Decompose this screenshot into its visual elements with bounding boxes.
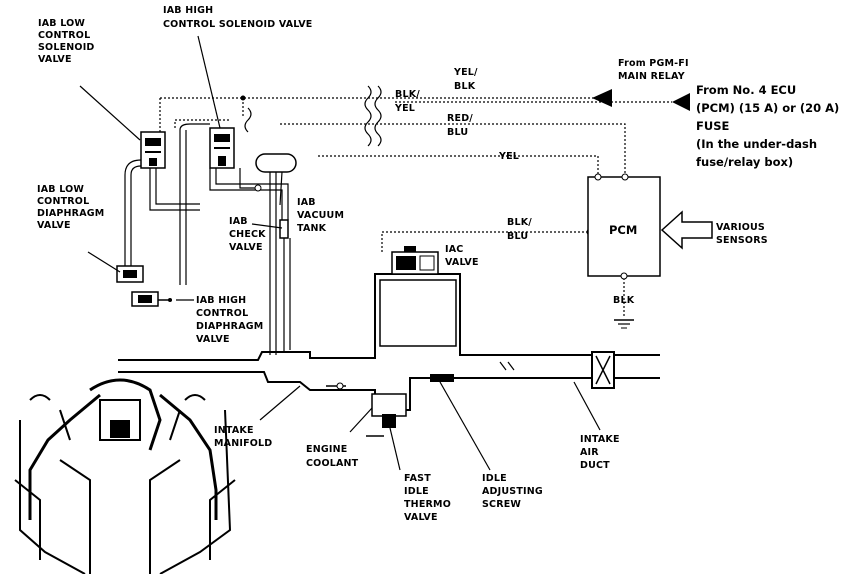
label-intake-air-duct: INTAKE AIR DUCT (580, 434, 623, 471)
idle-adjusting-screw (410, 374, 454, 382)
wire-yel (318, 155, 599, 176)
label-iab-vacuum-tank: IAB VACUUM TANK (297, 197, 348, 234)
label-iab-check-valve: IAB CHECK VALVE (229, 216, 269, 253)
iab-vacuum-tank (255, 153, 297, 173)
label-blk-ground: BLK (613, 295, 635, 306)
wire-break-2 (374, 85, 382, 147)
fast-idle-thermo-valve (366, 393, 407, 437)
leader-intake-manifold (259, 385, 301, 421)
tube-detail (499, 361, 515, 371)
label-pcm: PCM (609, 223, 637, 237)
arrow-ecu-fuse (672, 93, 690, 111)
label-iab-low-diaphragm: IAB LOW CONTROL DIAPHRAGM VALVE (37, 184, 108, 231)
label-fast-idle-thermo-valve: FAST IDLE THERMO VALVE (404, 473, 454, 523)
intake-air-duct-box (591, 351, 615, 389)
wire-junction (240, 95, 246, 101)
wire-label-blk-blu: BLK/ BLU (507, 217, 535, 242)
label-engine-coolant: ENGINE COOLANT (306, 444, 359, 469)
label-idle-adjusting-screw: IDLE ADJUSTING SCREW (482, 473, 546, 510)
hose-low-bend (124, 159, 142, 176)
intake-upper-wall (118, 273, 660, 361)
wire-break-1 (364, 85, 372, 147)
wire-label-yel: YEL (498, 151, 519, 162)
leader-vacuum-tank (279, 171, 283, 206)
leader-idle-screw (439, 381, 491, 471)
leader-low-diaphragm (87, 251, 121, 273)
wire-break-3 (244, 107, 252, 133)
leader-fast-idle (389, 427, 401, 471)
label-from-pgmfi: From PGM-FI MAIN RELAY (618, 58, 692, 82)
arrow-various-sensors (660, 210, 713, 250)
hose-small-fitting (239, 168, 258, 189)
label-iac-valve: IAC VALVE (445, 244, 479, 268)
iab-low-solenoid-valve (140, 131, 166, 169)
pcm-terminal-2 (621, 173, 629, 181)
engine-block (14, 378, 236, 574)
iab-low-diaphragm-valve (116, 265, 144, 283)
label-from-ecu: From No. 4 ECU (PCM) (15 A) or (20 A) FU… (696, 83, 843, 169)
label-intake-manifold: INTAKE MANIFOLD (214, 425, 272, 449)
leader-high-solenoid (197, 35, 221, 129)
wire-label-blk-yel: BLK/ YEL (394, 89, 423, 114)
label-iab-high-solenoid: IAB HIGH CONTROL SOLENOID VALVE (163, 5, 313, 30)
leader-low-solenoid (79, 85, 141, 141)
wire-label-red-blu: RED/ BLU (447, 113, 476, 138)
hose-high-top (179, 123, 210, 131)
hose-low-left (124, 175, 132, 270)
leader-intake-duct (573, 381, 601, 431)
hose-low-cross (149, 168, 200, 211)
arrow-pgmfi (592, 89, 612, 107)
hose-check-manifold (283, 238, 291, 352)
throttle-body-box (379, 279, 457, 347)
label-various-sensors: VARIOUS SENSORS (716, 222, 768, 246)
pcm-terminal-1 (594, 173, 602, 181)
iac-valve (391, 246, 439, 275)
hose-high-tank (209, 168, 289, 220)
iab-high-solenoid-valve (209, 127, 235, 169)
iab-check-valve (279, 219, 289, 239)
label-iab-low-solenoid: IAB LOW CONTROL SOLENOID VALVE (38, 18, 98, 65)
hose-high-left (179, 130, 187, 285)
leader-check-valve (251, 223, 283, 229)
wire-blk-blu (381, 231, 588, 252)
leader-engine-coolant (349, 407, 373, 433)
hose-tank-manifold (269, 172, 277, 355)
wire-label-yel-blk: YEL/ BLK (453, 67, 481, 92)
intake-lower-wall (118, 371, 660, 411)
iab-high-diaphragm-valve (131, 291, 172, 307)
pcm-terminal-4 (620, 272, 628, 280)
wire-red-blu-a (174, 119, 230, 128)
label-iab-high-diaphragm: IAB HIGH CONTROL DIAPHRAGM VALVE (196, 295, 267, 345)
wire-red-blu (280, 123, 626, 176)
